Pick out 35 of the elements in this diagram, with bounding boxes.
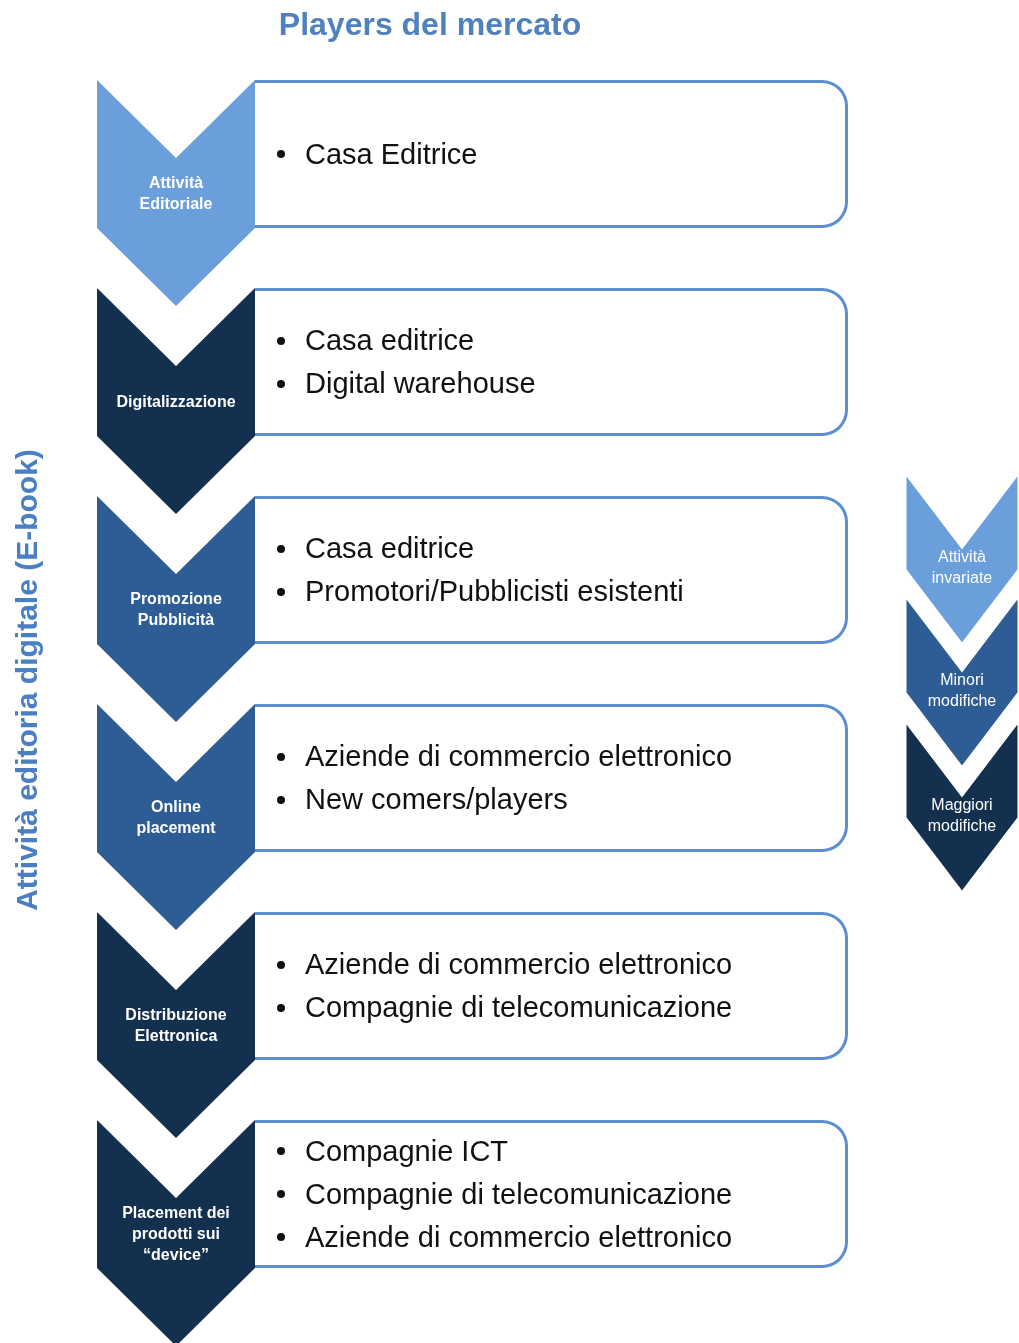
chevron-step (97, 704, 255, 930)
bullet-item: Aziende di commercio elettronico (305, 1219, 733, 1255)
step-label: Attività Editoriale (138, 173, 214, 214)
legend-label: Maggiori modifiche (926, 795, 998, 836)
players-box (255, 912, 848, 1060)
vertical-axis-label: Attività editoria digitale (E-book) (10, 449, 44, 911)
step-label: Online placement (135, 797, 217, 838)
step-label: Digitalizzazione (115, 391, 237, 412)
legend-label: Minori modifiche (926, 670, 998, 711)
bullet-item: New comers/players (305, 782, 568, 817)
bullet-item: Promotori/Pubblicisti esistenti (305, 574, 684, 609)
chevron-step (97, 1120, 255, 1343)
bullet-item: Digital warehouse (305, 366, 536, 401)
bullet-item: Aziende di commercio elettronico (305, 947, 733, 982)
diagram-title: Players del mercato (277, 6, 583, 43)
bullet-item: Casa editrice (305, 531, 475, 566)
bullet-item: Compagnie di telecomunicazione (305, 990, 733, 1025)
chevron-step (97, 912, 255, 1138)
legend-label: Attività invariate (930, 547, 994, 588)
players-box (255, 288, 848, 436)
step-label: Placement dei prodotti sui “device” (121, 1202, 231, 1265)
step-label: Distribuzione Elettronica (124, 1005, 228, 1046)
players-box (255, 704, 848, 852)
players-box (255, 1120, 848, 1268)
step-label: Promozione Pubblicità (129, 589, 223, 630)
chevron-step (97, 496, 255, 722)
players-box (255, 80, 848, 228)
chevron-step (97, 80, 255, 306)
bullet-item: Casa editrice (305, 323, 475, 358)
bullet-item: Compagnie ICT (305, 1133, 509, 1169)
bullet-item: Aziende di commercio elettronico (305, 739, 733, 774)
players-box (255, 496, 848, 644)
bullet-item: Compagnie di telecomunicazione (305, 1176, 733, 1212)
chevron-step (97, 288, 255, 514)
bullet-item: Casa Editrice (305, 136, 478, 172)
